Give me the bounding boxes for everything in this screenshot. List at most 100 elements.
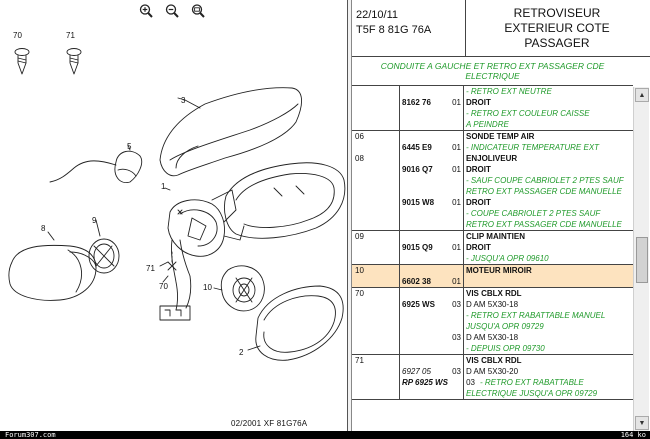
scroll-down-button[interactable]: ▼: [635, 416, 649, 430]
part-description: RETRO EXT PASSAGER CDE MANUELLE: [466, 187, 622, 196]
scroll-thumb[interactable]: [636, 237, 648, 283]
part-row[interactable]: 6927 05 03 D AM 5X30-20: [352, 366, 633, 377]
part-description: - COUPE CABRIOLET 2 PTES SAUF: [466, 209, 601, 218]
cover-shell-3: [159, 87, 302, 177]
part-description: RETRO EXT PASSAGER CDE MANUELLE: [466, 220, 622, 229]
part-row[interactable]: - RETRO EXT COULEUR CAISSE: [352, 108, 633, 119]
mirror-glass-frame: [224, 162, 346, 239]
part-description: DROIT: [466, 243, 491, 252]
quantity: 03: [452, 333, 461, 342]
zoom-in-button[interactable]: [136, 3, 156, 19]
part-row[interactable]: 6925 WS 03 D AM 5X30-18: [352, 299, 633, 310]
part-description: ENJOLIVEUR: [466, 154, 518, 163]
part-row[interactable]: RETRO EXT PASSAGER CDE MANUELLE: [352, 186, 633, 197]
callout-8: 8: [41, 224, 46, 233]
vertical-scrollbar[interactable]: ▲ ▼: [633, 87, 649, 431]
item-number: 71: [355, 356, 364, 365]
part-row[interactable]: - DEPUIS OPR 09730: [352, 343, 633, 354]
part-reference: 8162 76: [402, 98, 431, 107]
magnifier-minus-icon: [165, 4, 179, 18]
item-number: 08: [355, 154, 364, 163]
part-description: D AM 5X30-18: [466, 300, 519, 309]
part-description: DROIT: [466, 98, 491, 107]
parts-header: 22/10/11 T5F 8 81G 76A RETROVISEUR EXTER…: [352, 0, 650, 57]
header-divider: [465, 0, 466, 57]
part-row[interactable]: - SAUF COUPE CABRIOLET 2 PTES SAUF: [352, 175, 633, 186]
callout-70: 70: [159, 282, 168, 291]
part-row[interactable]: JUSQU'A OPR 09729: [352, 321, 633, 332]
diagram-reference-code: 02/2001 XF 81G76A: [231, 419, 308, 428]
callout-3: 3: [181, 96, 186, 105]
mirror-base-1: [167, 199, 225, 257]
part-description: SONDE TEMP AIR: [466, 132, 535, 141]
header-title-line: RETROVISEUR: [513, 6, 601, 20]
part-description: - RETRO EXT COULEUR CAISSE: [466, 109, 590, 118]
part-description: - RETRO EXT RABATTABLE MANUEL: [466, 311, 606, 320]
quantity: 03: [452, 300, 461, 309]
scroll-up-button[interactable]: ▲: [635, 88, 649, 102]
callout-2: 2: [239, 348, 244, 357]
magnifier-hundred-icon: [191, 4, 205, 18]
zoom-reset-button[interactable]: [188, 3, 208, 19]
part-description: D AM 5X30-20: [466, 367, 519, 376]
part-row[interactable]: 09 CLIP MAINTIEN: [352, 231, 633, 242]
part-row[interactable]: 08 ENJOLIVEUR: [352, 153, 633, 164]
callout-70: 70: [13, 31, 22, 40]
part-row[interactable]: ELECTRIQUE JUSQU'A OPR 09729: [352, 388, 633, 399]
screw-71-drawing: [66, 48, 82, 75]
housing-8: [8, 244, 97, 301]
callout-71: 71: [146, 264, 155, 273]
quantity: 01: [452, 165, 461, 174]
zoom-toolbar: [136, 3, 208, 21]
part-description: - JUSQU'A OPR 09610: [466, 254, 549, 263]
callout-10: 10: [203, 283, 212, 292]
part-description: - RETRO EXT NEUTRE: [466, 87, 552, 96]
part-row[interactable]: - JUSQU'A OPR 09610: [352, 253, 633, 264]
part-row[interactable]: - RETRO EXT NEUTRE: [352, 86, 633, 97]
part-reference: 6925 WS: [402, 300, 435, 309]
part-reference: 9015 Q9: [402, 243, 433, 252]
part-reference: 6927 05: [402, 367, 431, 376]
part-row[interactable]: A PEINDRE: [352, 119, 633, 130]
screw-70-drawing: [14, 48, 30, 75]
header-date: 22/10/11: [356, 9, 399, 21]
item-number: 70: [355, 289, 364, 298]
quantity: 03: [452, 367, 461, 376]
item-number: 09: [355, 232, 364, 241]
part-row[interactable]: - COUPE CABRIOLET 2 PTES SAUF: [352, 208, 633, 219]
part-reference: 9015 W8: [402, 198, 435, 207]
panel-splitter[interactable]: [347, 0, 352, 439]
item-number: 10: [355, 266, 364, 275]
part-description: ELECTRIQUE JUSQU'A OPR 09729: [466, 389, 598, 398]
header-title-line: PASSAGER: [524, 36, 590, 50]
zoom-out-button[interactable]: [162, 3, 182, 19]
header-code: T5F 8 81G 76A: [356, 24, 432, 36]
header-title-line: EXTERIEUR COTE: [504, 21, 610, 35]
callout-71: 71: [66, 31, 75, 40]
part-description: - DEPUIS OPR 09730: [466, 344, 545, 353]
part-row[interactable]: - RETRO EXT RABATTABLE MANUEL: [352, 310, 633, 321]
quantity: 01: [452, 198, 461, 207]
part-row[interactable]: RETRO EXT PASSAGER CDE MANUELLE: [352, 219, 633, 230]
part-reference: 6602 38: [402, 277, 431, 286]
part-description: CLIP MAINTIEN: [466, 232, 525, 241]
